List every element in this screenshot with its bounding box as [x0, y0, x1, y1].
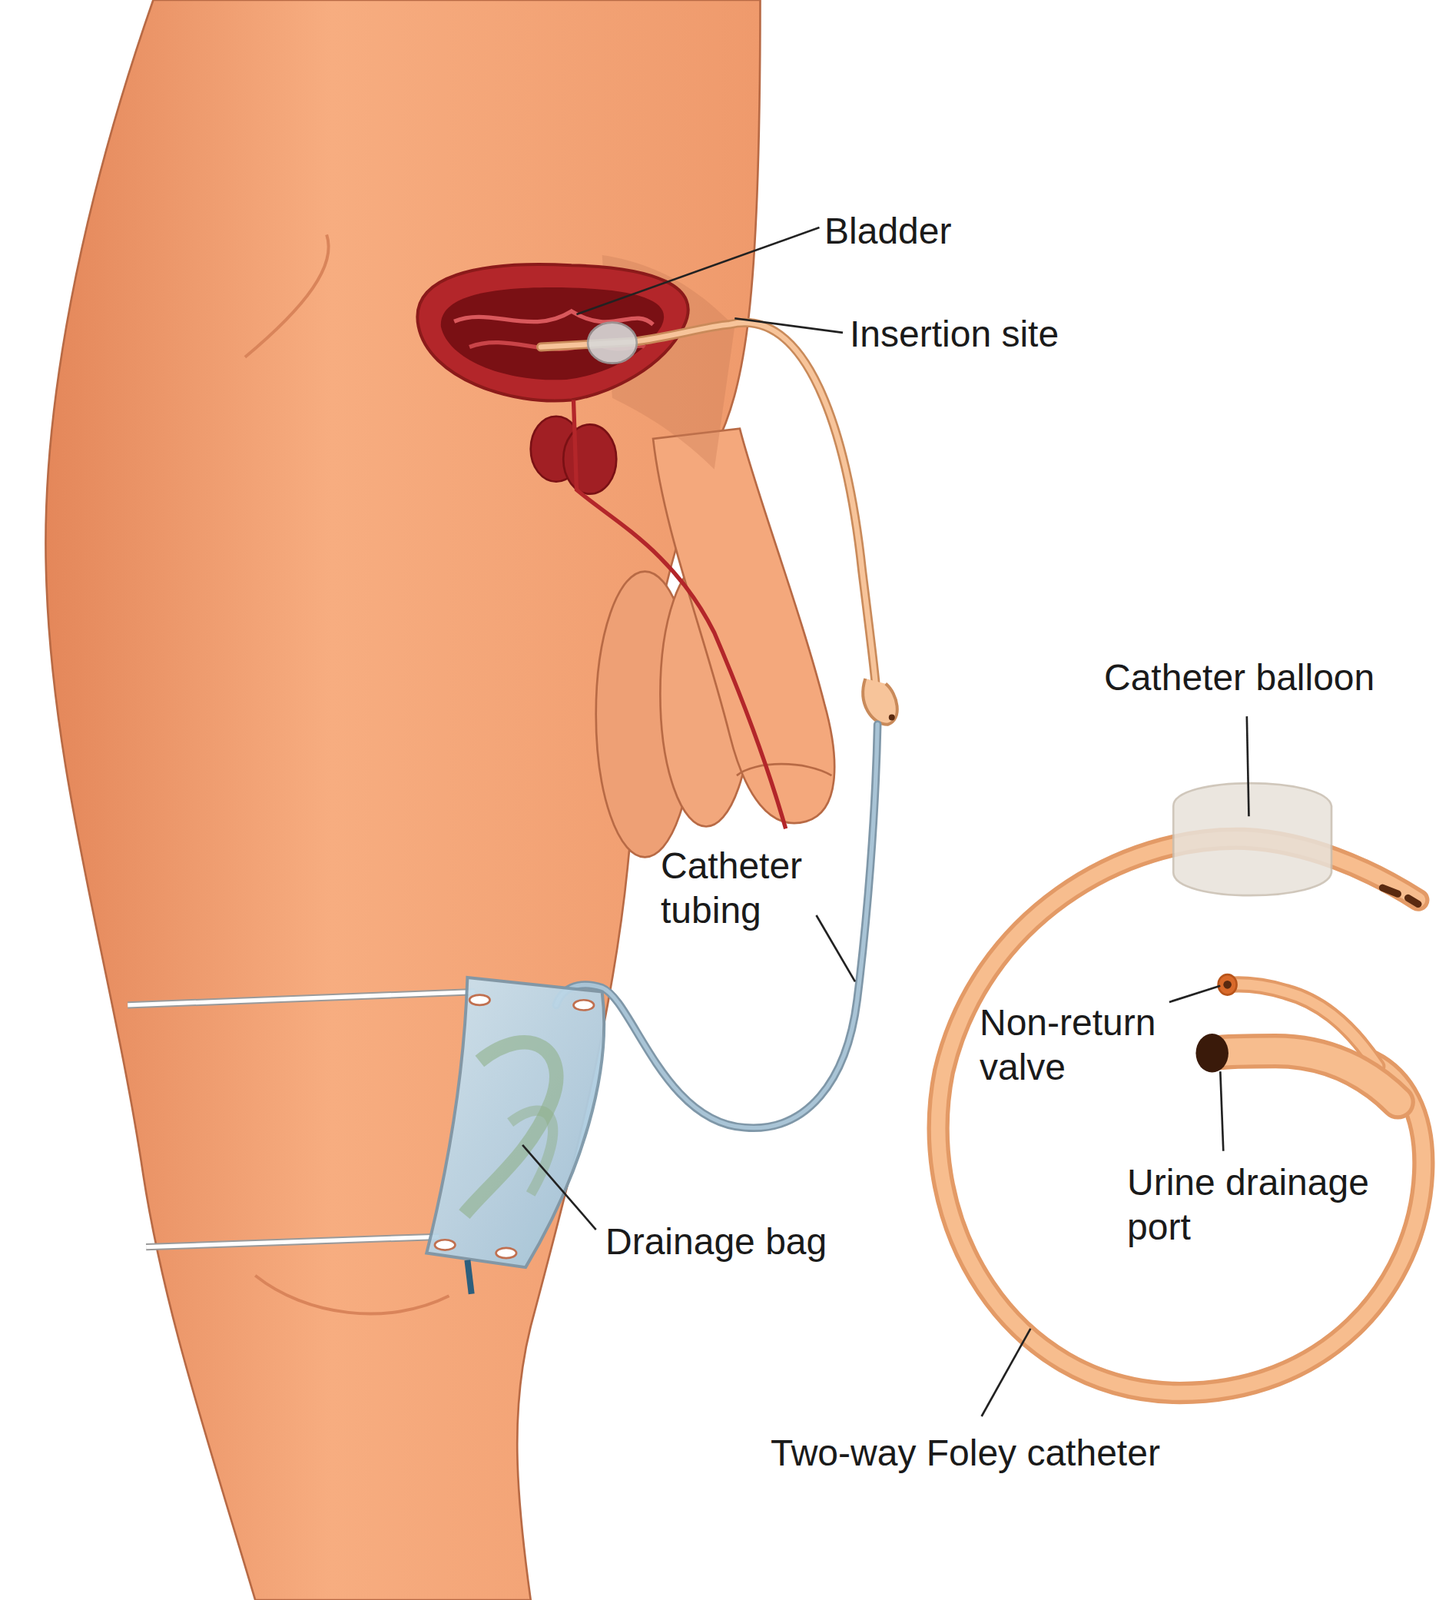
balloon-inside [587, 322, 637, 364]
part-label: Two-way Foley catheter [770, 1430, 1161, 1476]
part-label: Non-return valve [979, 1000, 1180, 1089]
foley-catheter [938, 838, 1424, 1393]
urethra [573, 400, 786, 829]
part-label: Urine drainage port [1127, 1160, 1389, 1249]
catheter-tube [540, 322, 878, 715]
part-label: Catheter balloon [1104, 655, 1375, 700]
part-label: Bladder [824, 208, 952, 254]
leg-strap [127, 991, 475, 1005]
drainage-tubing [556, 724, 878, 1128]
part-label: Catheter tubing [660, 843, 846, 932]
part-label: Insertion site [849, 311, 1059, 357]
drainage-bag [426, 977, 604, 1267]
catheter-balloon [1173, 782, 1332, 896]
penis [653, 428, 835, 823]
bladder [417, 264, 688, 402]
body-silhouette [45, 0, 760, 1600]
part-label: Drainage bag [605, 1219, 827, 1264]
